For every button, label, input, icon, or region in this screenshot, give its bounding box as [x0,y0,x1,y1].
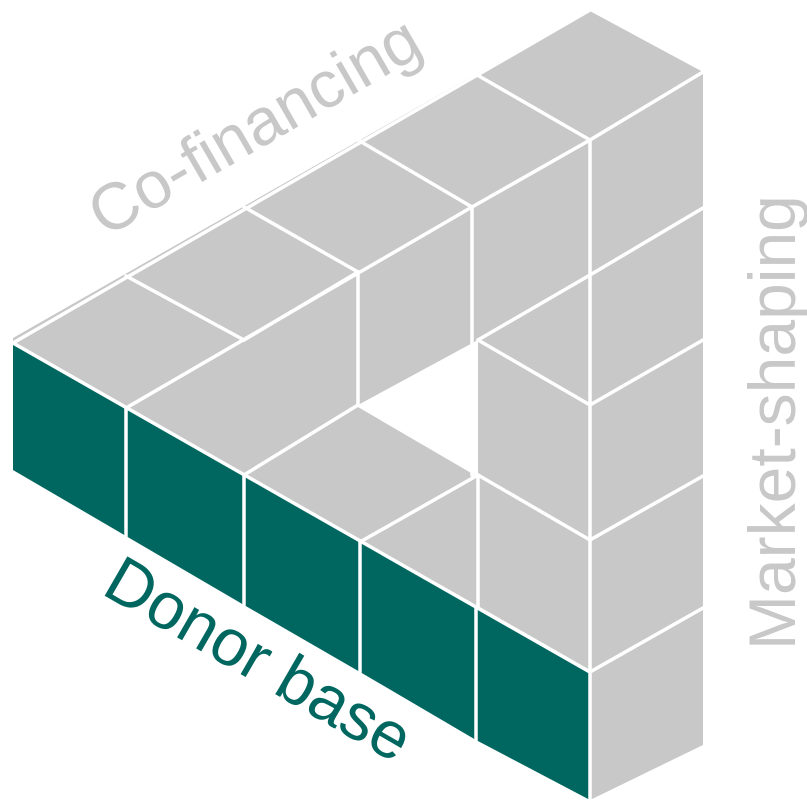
donor-base-block [126,408,244,605]
donor-base-block [13,343,126,536]
donor-base-block [244,475,360,672]
triangle-body [11,8,705,802]
cube-grid-lines [11,8,705,802]
market-shaping-label: Market-shaping [735,195,807,650]
donor-base-strip [13,343,590,800]
triangle-hole [358,340,478,475]
